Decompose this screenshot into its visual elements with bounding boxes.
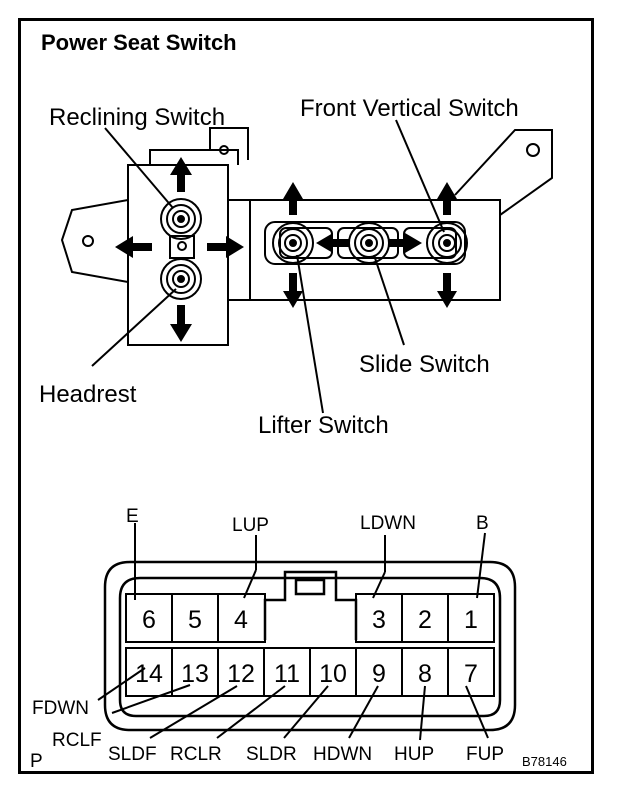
pin-label-fup: FUP	[466, 744, 504, 765]
pin-8: 8	[418, 660, 432, 688]
arrow-up-icon	[170, 157, 192, 192]
pin-label-hup: HUP	[394, 744, 434, 765]
pin-label-sldf: SLDF	[108, 744, 157, 765]
figure-id: B78146	[522, 754, 567, 769]
movement-arrows	[115, 157, 457, 342]
pin-12: 12	[227, 660, 255, 688]
pin-label-sldr: SLDR	[246, 744, 297, 765]
pin-13: 13	[181, 660, 209, 688]
lifter-switch-label: Lifter Switch	[258, 412, 389, 439]
pin-3: 3	[372, 606, 386, 634]
pin-label-hdwn: HDWN	[313, 744, 372, 765]
lifter-knob	[272, 222, 314, 264]
arrow-down-icon	[437, 273, 457, 308]
arrow-up-icon	[283, 182, 303, 215]
pin-label-p: P	[30, 751, 43, 772]
reclining-knob	[160, 198, 202, 259]
pin-label-e: E	[126, 506, 139, 527]
pin-label-ldwn: LDWN	[360, 513, 416, 534]
pin-10: 10	[319, 660, 347, 688]
reclining-switch-label: Reclining Switch	[49, 104, 225, 131]
arrow-down-icon	[283, 273, 303, 308]
connector-housing	[103, 560, 517, 732]
pin-9: 9	[372, 660, 386, 688]
arrow-left-icon	[316, 233, 350, 253]
pin-1: 1	[464, 606, 478, 634]
slide-knob	[348, 222, 390, 264]
arrow-right-icon	[388, 233, 422, 253]
pin-label-rclf: RCLF	[52, 730, 102, 751]
pin-6: 6	[142, 606, 156, 634]
arrow-down-icon	[170, 305, 192, 342]
switch-leader-lines	[91, 119, 445, 414]
slide-switch-label: Slide Switch	[359, 351, 490, 378]
front-vertical-switch-label: Front Vertical Switch	[300, 95, 519, 122]
pin-label-fdwn: FDWN	[32, 698, 89, 719]
pin-14: 14	[135, 660, 163, 688]
arrow-left-icon	[115, 236, 152, 258]
pin-label-b: B	[476, 513, 489, 534]
front-vertical-knob	[426, 222, 468, 264]
figure-title: Power Seat Switch	[41, 30, 237, 55]
pin-4: 4	[234, 606, 248, 634]
pin-label-rclr: RCLR	[170, 744, 222, 765]
headrest-label: Headrest	[39, 381, 137, 408]
arrow-up-icon	[437, 182, 457, 215]
pin-7: 7	[464, 660, 478, 688]
connector-top-row	[125, 593, 495, 643]
arrow-right-icon	[207, 236, 244, 258]
pin-label-lup: LUP	[232, 515, 269, 536]
pin-leader-lines	[97, 523, 489, 741]
pin-11: 11	[274, 660, 300, 688]
pin-2: 2	[418, 606, 432, 634]
headrest-knob	[160, 258, 202, 300]
pin-5: 5	[188, 606, 202, 634]
